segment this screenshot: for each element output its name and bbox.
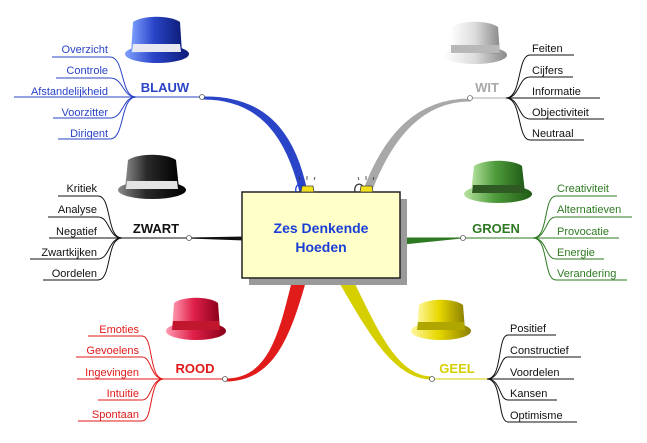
item-groen-2[interactable]: Provocatie xyxy=(557,226,609,238)
item-rood-3[interactable]: Intuitie xyxy=(107,388,139,400)
item-geel-1[interactable]: Constructief xyxy=(510,345,570,357)
item-rood-2[interactable]: Ingevingen xyxy=(85,367,139,379)
branch-zwart xyxy=(187,236,245,241)
item-zwart-1[interactable]: Analyse xyxy=(58,204,97,216)
item-blauw-2[interactable]: Afstandelijkheid xyxy=(31,86,108,98)
item-groen-3[interactable]: Energie xyxy=(557,247,595,259)
branch-group-wit: WIT Feiten Cijfers Informatie Objectivit… xyxy=(467,43,604,141)
item-rood-1[interactable]: Gevoelens xyxy=(86,345,139,357)
item-groen-0[interactable]: Creativiteit xyxy=(557,183,609,195)
item-wit-0[interactable]: Feiten xyxy=(532,43,563,55)
hat-label-groen[interactable]: GROEN xyxy=(472,221,520,236)
item-rood-0[interactable]: Emoties xyxy=(99,324,139,336)
blue-hat-icon xyxy=(125,16,189,63)
branch-blauw xyxy=(202,96,308,193)
item-blauw-3[interactable]: Voorzitter xyxy=(62,107,109,119)
item-blauw-1[interactable]: Controle xyxy=(66,65,108,77)
red-hat-icon xyxy=(166,297,226,340)
item-groen-4[interactable]: Verandering xyxy=(557,268,616,280)
item-zwart-2[interactable]: Negatief xyxy=(56,226,98,238)
item-wit-3[interactable]: Objectiviteit xyxy=(532,107,589,119)
central-topic-line1: Zes Denkende xyxy=(274,220,369,236)
item-wit-2[interactable]: Informatie xyxy=(532,86,581,98)
black-hat-icon xyxy=(118,154,186,199)
item-wit-4[interactable]: Neutraal xyxy=(532,128,574,140)
hat-label-rood[interactable]: ROOD xyxy=(176,361,215,376)
yellow-hat-icon xyxy=(411,299,471,340)
pin-left-icon xyxy=(295,176,316,193)
branch-group-zwart: ZWART Kritiek Analyse Negatief Zwartkijk… xyxy=(30,183,192,281)
item-rood-4[interactable]: Spontaan xyxy=(92,409,139,421)
hat-label-wit[interactable]: WIT xyxy=(475,80,499,95)
item-blauw-0[interactable]: Overzicht xyxy=(62,44,108,56)
pin-right-icon xyxy=(354,176,375,193)
item-groen-1[interactable]: Alternatieven xyxy=(557,204,621,216)
item-geel-2[interactable]: Voordelen xyxy=(510,367,560,379)
item-geel-0[interactable]: Positief xyxy=(510,323,547,335)
item-blauw-4[interactable]: Dirigent xyxy=(70,128,108,140)
hat-label-zwart[interactable]: ZWART xyxy=(133,221,179,236)
item-zwart-0[interactable]: Kritiek xyxy=(66,183,97,195)
branch-group-geel: GEEL Positief Constructief Voordelen Kan… xyxy=(429,323,581,423)
branch-group-groen: GROEN Creativiteit Alternatieven Provoca… xyxy=(460,183,632,281)
hat-label-blauw[interactable]: BLAUW xyxy=(141,80,190,95)
item-zwart-3[interactable]: Zwartkijken xyxy=(41,247,97,259)
item-geel-3[interactable]: Kansen xyxy=(510,388,547,400)
branch-rood xyxy=(225,282,306,382)
item-wit-1[interactable]: Cijfers xyxy=(532,65,564,77)
hat-label-geel[interactable]: GEEL xyxy=(439,361,474,376)
central-topic[interactable]: Zes Denkende Hoeden xyxy=(241,176,407,285)
green-hat-icon xyxy=(464,160,532,203)
branch-groen xyxy=(403,237,463,245)
item-geel-4[interactable]: Optimisme xyxy=(510,410,563,422)
central-topic-line2: Hoeden xyxy=(295,239,346,255)
branch-group-rood: ROOD Emoties Gevoelens Ingevingen Intuit… xyxy=(76,324,228,422)
item-zwart-4[interactable]: Oordelen xyxy=(52,268,97,280)
branch-wit xyxy=(361,98,471,196)
white-hat-icon xyxy=(443,21,507,64)
branch-group-blauw: BLAUW Overzicht Controle Afstandelijkhei… xyxy=(14,44,205,140)
